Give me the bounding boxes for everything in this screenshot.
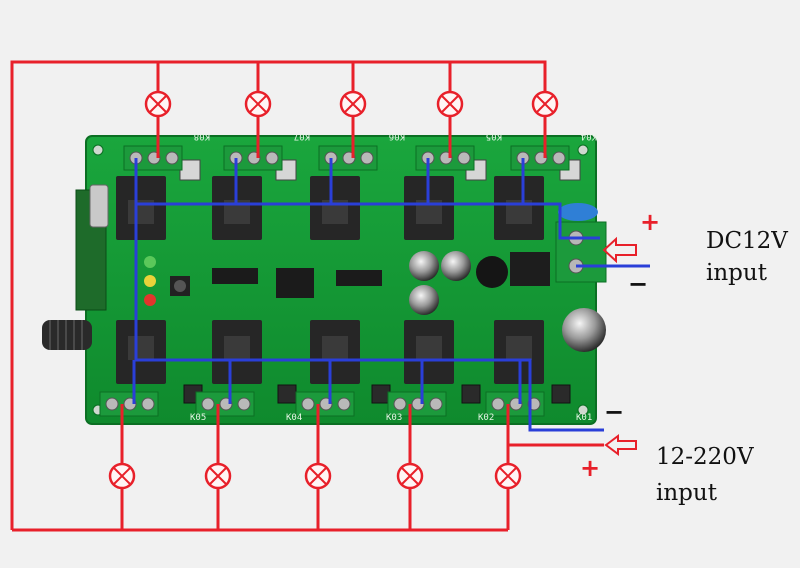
lamp-cross [309, 467, 327, 485]
capacitor [562, 308, 606, 352]
terminal-screw [429, 397, 443, 411]
terminal-screw [301, 397, 315, 411]
relay-label [322, 336, 348, 360]
mounting-hole [577, 404, 589, 416]
dc-terminal-block [555, 221, 607, 283]
channel-label-bottom: K05 [190, 413, 206, 423]
terminal-screw [105, 397, 119, 411]
terminal-screw [237, 397, 251, 411]
terminal-screw [360, 151, 374, 165]
lamp-cross [536, 95, 554, 113]
ic-chip [336, 270, 382, 286]
channel-label-bottom: K01 [576, 413, 592, 423]
channel-label-bottom: K04 [286, 413, 302, 423]
terminals [99, 145, 570, 417]
capacitor [409, 285, 439, 315]
capacitor [441, 251, 471, 281]
relay-label [224, 336, 250, 360]
inductor [476, 256, 508, 288]
channel-label-top: K07 [294, 131, 310, 141]
channel-label-top: K06 [389, 131, 405, 141]
antenna-windings [49, 320, 83, 350]
lamp-cross [499, 467, 517, 485]
ac-input-label-2: input [656, 480, 717, 506]
common-wire [134, 204, 604, 432]
terminal-screw [201, 397, 215, 411]
dc-plus-sign: + [640, 208, 661, 236]
channel-label-bottom: K02 [478, 413, 494, 423]
relay-label [416, 336, 442, 360]
lamp-cross [209, 467, 227, 485]
channel-label-top: K04 [581, 131, 597, 141]
terminal-screw [457, 151, 471, 165]
ic-chip [276, 268, 314, 298]
safety-capacitor [558, 203, 598, 221]
lamp-cross [149, 95, 167, 113]
channel-label-top: K05 [486, 131, 502, 141]
ic-chip [212, 268, 258, 284]
relay-label [128, 336, 154, 360]
learn-button-cap [174, 280, 186, 292]
ac-plus-wire [506, 404, 604, 447]
lamp-cross [113, 467, 131, 485]
channel-label-top: K08 [194, 131, 210, 141]
antenna-coil [42, 320, 92, 350]
terminal-screw [393, 397, 407, 411]
led-yellow [144, 275, 156, 287]
dc-input-label: DC12V [706, 228, 788, 254]
terminal-screw [265, 151, 279, 165]
mounting-hole [577, 144, 589, 156]
capacitor [409, 251, 439, 281]
ac-minus-sign: − [604, 398, 625, 426]
terminal-screw [337, 397, 351, 411]
led-green [144, 256, 156, 268]
led-red [144, 294, 156, 306]
terminal-screw [165, 151, 179, 165]
channel-label-bottom: K03 [386, 413, 402, 423]
lamp-cross [344, 95, 362, 113]
dc-input-label-2: input [706, 260, 767, 286]
relay-label [506, 336, 532, 360]
voltage-regulator [510, 252, 550, 286]
crystal [89, 184, 109, 228]
arrow-left-icon [602, 236, 637, 264]
mounting-hole [92, 144, 104, 156]
ac-input-label: 12-220V [656, 444, 754, 470]
lamps [108, 90, 559, 490]
terminal-screw [552, 151, 566, 165]
lamp-cross [441, 95, 459, 113]
relays [116, 176, 544, 384]
arrow-left-icon [604, 434, 637, 456]
terminal-screw [141, 397, 155, 411]
dc-minus-sign: − [628, 270, 649, 298]
lamp-cross [249, 95, 267, 113]
terminal-screw [491, 397, 505, 411]
ac-plus-sign: + [580, 454, 601, 482]
lamp-cross [401, 467, 419, 485]
